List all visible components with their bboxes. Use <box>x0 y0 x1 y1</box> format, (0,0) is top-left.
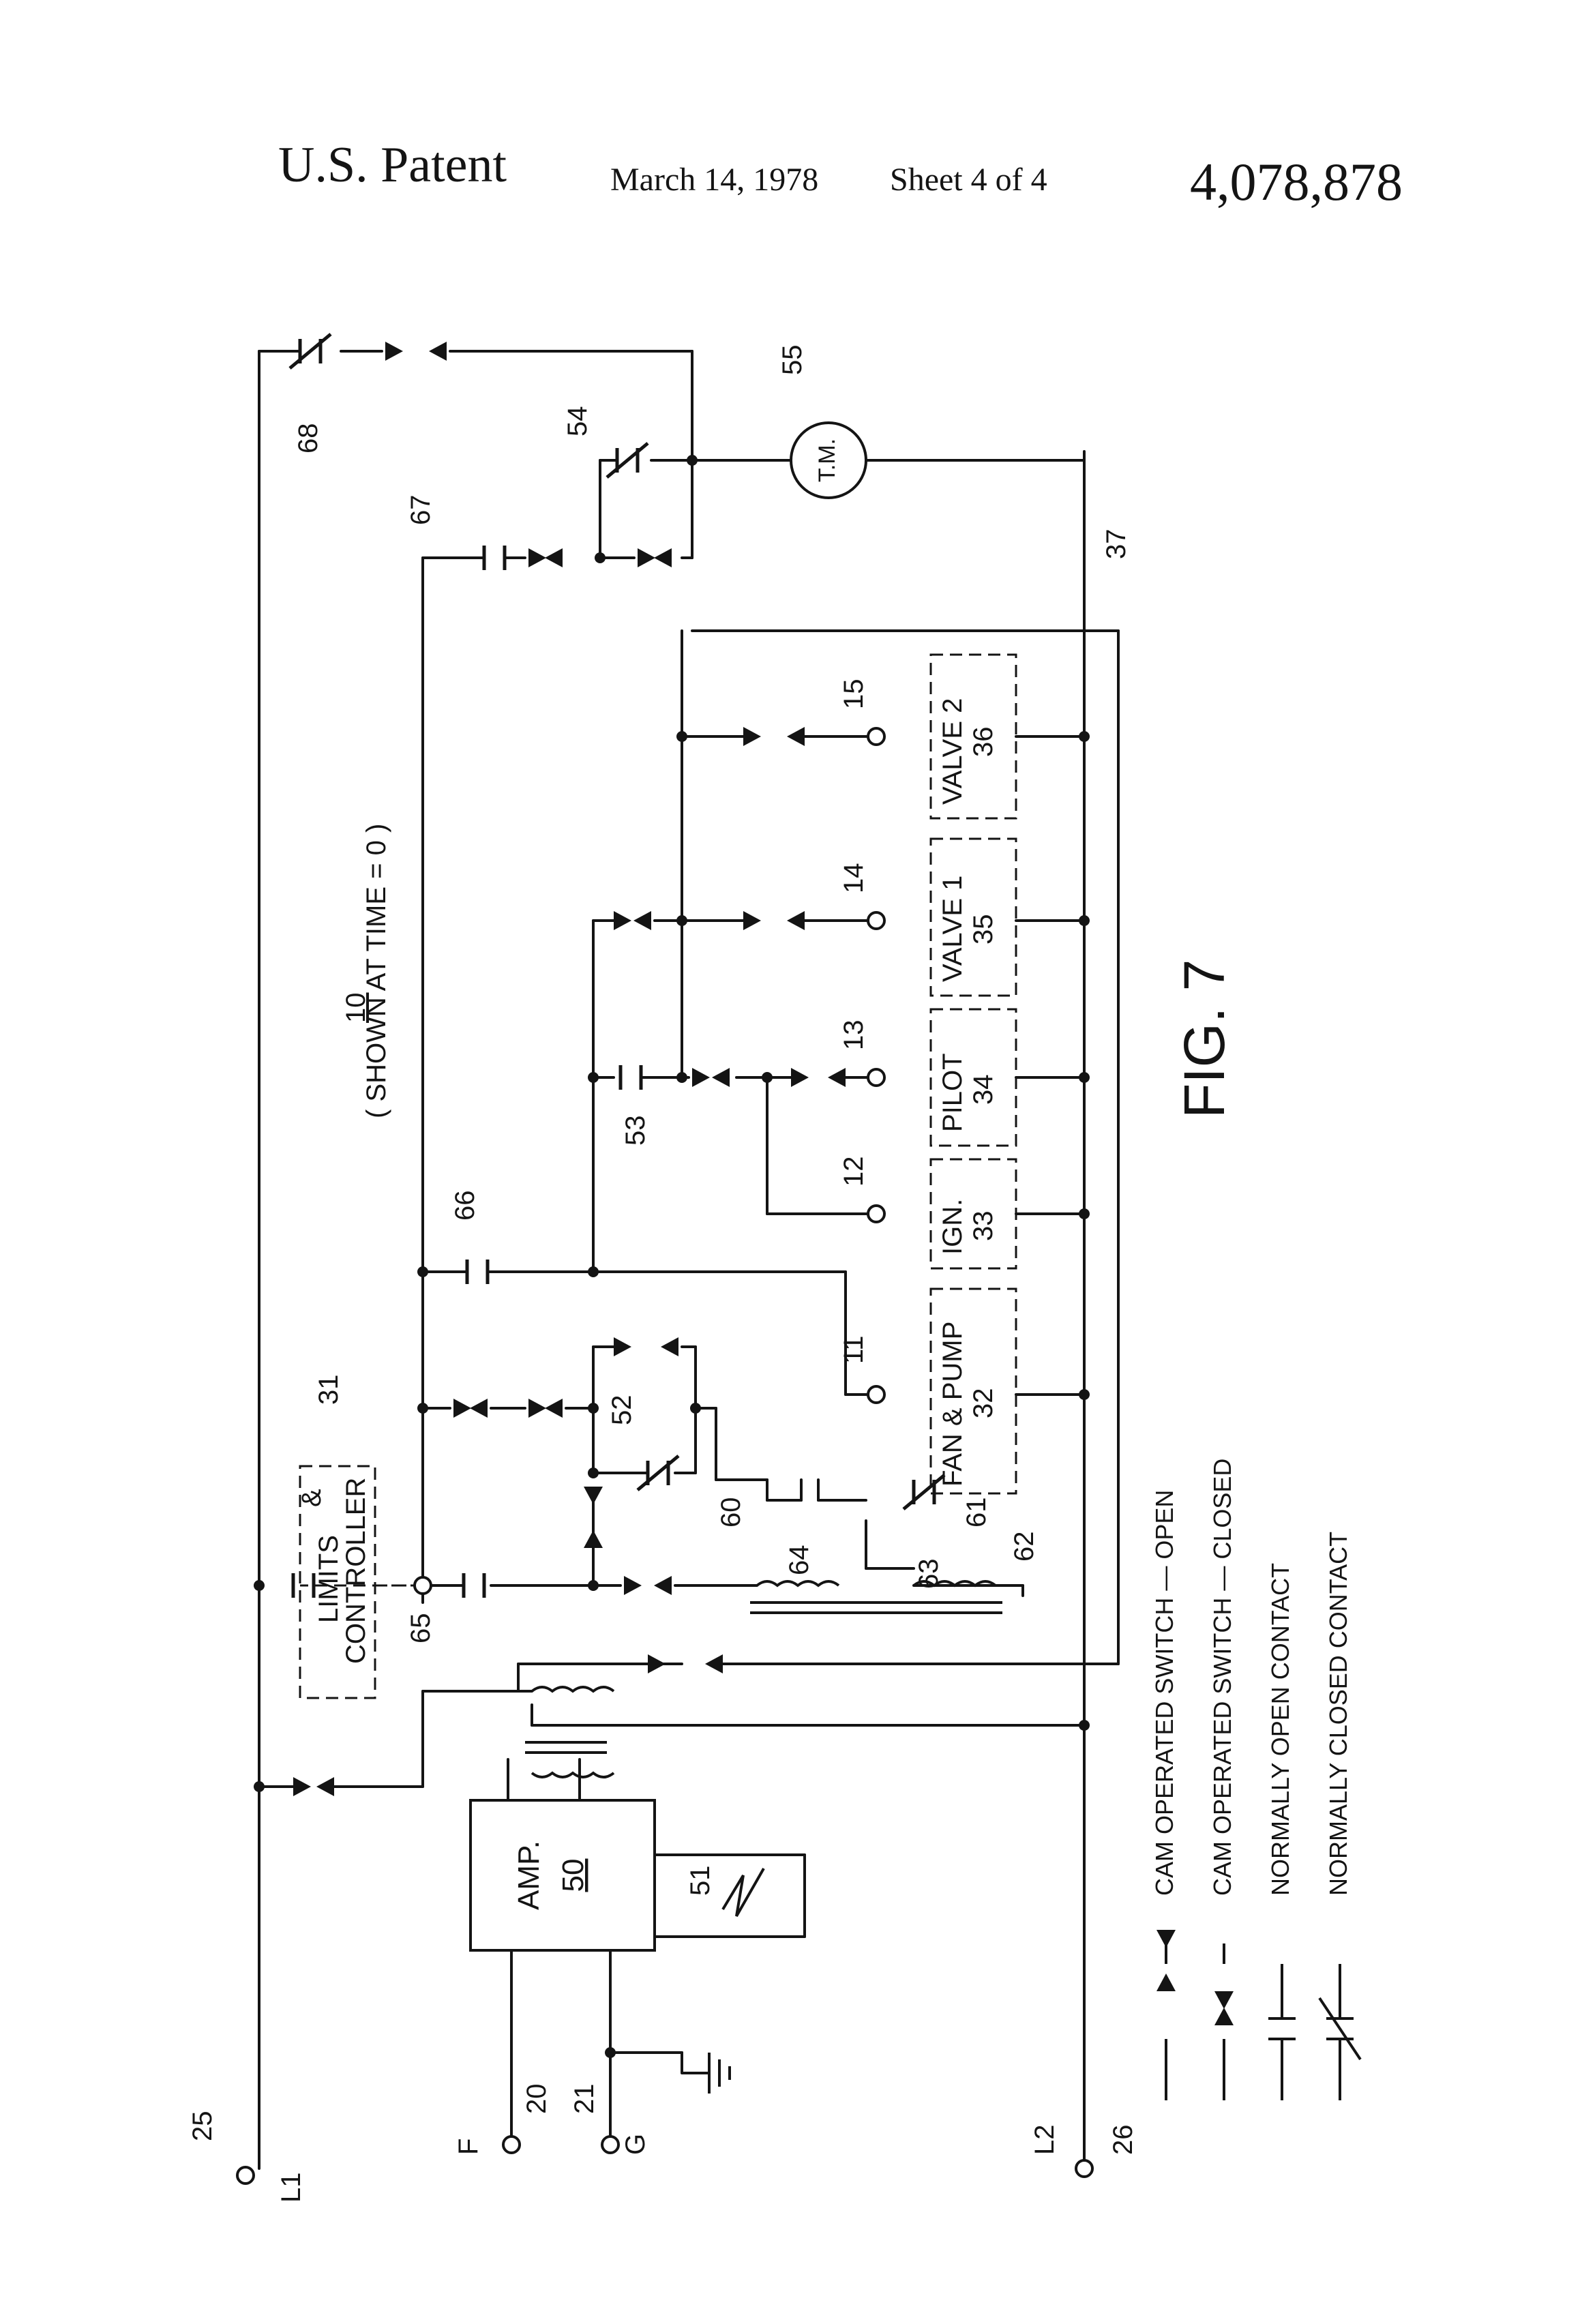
ref-26: 26 <box>1108 2125 1138 2156</box>
ref-37: 37 <box>1101 529 1131 560</box>
legend-normally-closed: NORMALLY CLOSED CONTACT <box>1324 1532 1352 1896</box>
terminal-l2 <box>1076 2160 1092 2177</box>
ref-13: 13 <box>839 1020 869 1051</box>
ref-64: 64 <box>784 1545 814 1576</box>
ref-20: 20 <box>522 2084 552 2115</box>
ref-65: 65 <box>406 1613 436 1644</box>
amp-ref: 50 <box>556 1859 590 1892</box>
legend-cam-open: CAM OPERATED SWITCH — OPEN <box>1150 1490 1178 1896</box>
limits-label: LIMITS <box>314 1535 344 1623</box>
ref-31: 31 <box>314 1375 344 1405</box>
ref-62: 62 <box>1009 1532 1039 1562</box>
legend-cam-closed-icon-b <box>1214 2008 1234 2025</box>
ref-61: 61 <box>961 1498 991 1528</box>
ign-label: IGN. <box>938 1199 968 1255</box>
ref-54: 54 <box>563 406 593 437</box>
terminal-l1 <box>237 2167 254 2184</box>
legend-cam-open-icon-b <box>1156 1930 1176 1948</box>
ref-66: 66 <box>450 1191 480 1221</box>
ref-14: 14 <box>839 863 869 894</box>
ref-34: 34 <box>968 1075 998 1105</box>
amp-label: AMP. <box>512 1841 546 1910</box>
label-l2: L2 <box>1030 2125 1060 2156</box>
limits-amp-label: & <box>297 1489 327 1507</box>
ref-63: 63 <box>914 1559 944 1590</box>
legend-cam-open-icon <box>1156 1973 1176 1991</box>
ref-35: 35 <box>968 914 998 945</box>
fan-pump-label: FAN & PUMP <box>938 1322 968 1487</box>
controller-label: CONTROLLER <box>341 1478 371 1664</box>
label-l1: L1 <box>276 2173 306 2203</box>
ref-21: 21 <box>569 2084 599 2115</box>
valve1-label: VALVE 1 <box>938 876 968 982</box>
ref-67: 67 <box>406 495 436 526</box>
ref-60: 60 <box>716 1498 746 1528</box>
pilot-label: PILOT <box>938 1053 968 1132</box>
timer-motor-label: T.M. <box>814 438 840 482</box>
ref-51: 51 <box>685 1866 715 1896</box>
ref-36: 36 <box>968 727 998 758</box>
legend-cam-closed-icon <box>1214 1991 1234 2009</box>
label-g: G <box>621 2134 651 2155</box>
valve2-label: VALVE 2 <box>938 698 968 805</box>
legend-cam-closed: CAM OPERATED SWITCH — CLOSED <box>1208 1459 1236 1896</box>
ref-32: 32 <box>968 1388 998 1419</box>
ref-12: 12 <box>839 1157 869 1187</box>
ref-11: 11 <box>839 1335 869 1364</box>
ref-15: 15 <box>839 679 869 710</box>
ref-55: 55 <box>777 345 807 376</box>
shown-at-time-note: ( SHOWN AT TIME = 0 ) <box>361 824 391 1118</box>
ref-53: 53 <box>621 1116 651 1146</box>
ref-52: 52 <box>607 1395 637 1426</box>
figure-caption: FIG. 7 <box>1172 959 1236 1118</box>
terminal-f <box>503 2136 520 2153</box>
legend-normally-open: NORMALLY OPEN CONTACT <box>1266 1563 1294 1896</box>
ref-25: 25 <box>188 2111 218 2142</box>
label-f: F <box>453 2139 483 2155</box>
ref-33: 33 <box>968 1211 998 1242</box>
terminal-g <box>602 2136 618 2153</box>
ref-68: 68 <box>293 423 323 454</box>
